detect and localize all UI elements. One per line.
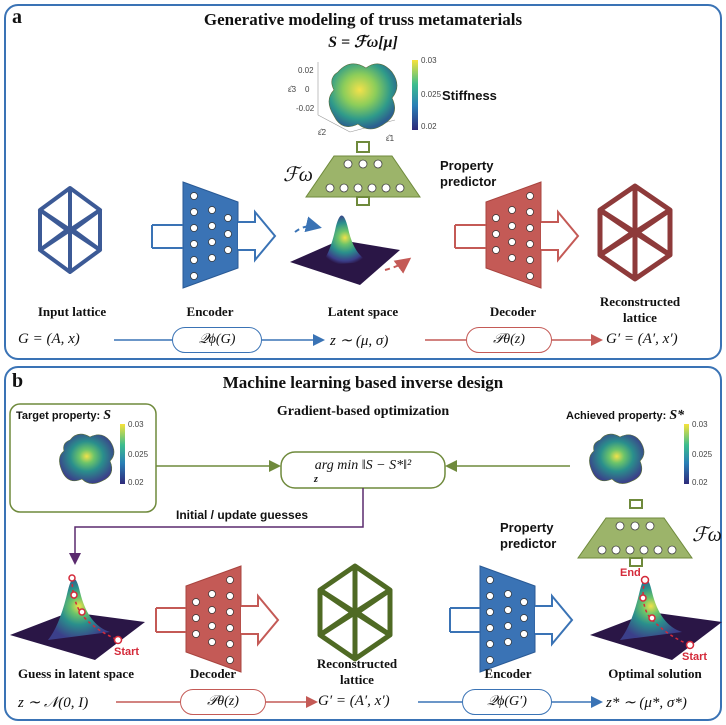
label-latent-space: Latent space [327,304,399,319]
pill-p-b: 𝒫θ(z) [180,689,266,715]
encoder-network [151,181,277,289]
end-label: End [620,567,641,579]
start-label-guess: Start [114,646,140,658]
guess-latent-surface [10,574,145,660]
stiffness-label: Stiffness [442,88,497,103]
reconstructed-lattice-b [317,563,393,662]
achieved-property-label: Achieved property: S* [566,408,685,423]
stiffness-surface-plot [317,60,418,133]
axis-a-x2: ε̂2 [318,128,327,137]
label-guess-latent: Guess in latent space [18,666,134,681]
decoder-network [454,181,580,289]
panel-a [4,4,722,360]
cbar-a-top: 0.03 [421,56,437,65]
property-predictor-network [305,141,421,206]
property-predictor-label-b: Property predictor [500,520,557,551]
formula-z-a: z ∼ (μ, σ) [330,333,389,349]
cbar-achieved-mid: 0.025 [692,450,713,459]
cbar-target-mid: 0.025 [128,450,149,459]
latent-space-surface [290,215,412,285]
argmin-formula: arg min ‖S − S*‖² [314,458,412,473]
cbar-achieved-bot: 0.02 [692,478,708,487]
encoder-network-b [449,565,574,673]
reconstructed-lattice [597,183,673,282]
label-input-lattice: Input lattice [37,304,107,319]
optimal-latent-surface [590,575,722,660]
pill-q-b: 𝒬ϕ(G′) [462,689,552,715]
achieved-symbol: S* [669,408,685,423]
panel-b-letter: b [12,370,24,392]
property-predictor-label-a: Property predictor [440,158,497,189]
panel-a-graphics [38,60,673,346]
initial-update-guesses: Initial / update guesses [176,508,309,522]
formula-z-b: z ∼ 𝒩(0, I) [18,695,89,711]
formula-g2-b: G′ = (A′, x′) [318,693,390,709]
start-label-optimal: Start [682,651,708,663]
cbar-achieved-top: 0.03 [692,420,708,429]
axis-a-tick3: -0.02 [296,104,315,113]
panel-a-title: Generative modeling of truss metamateria… [203,10,523,29]
panel-b-title: Machine learning based inverse design [222,373,504,392]
label-decoder-a: Decoder [489,304,537,319]
label-decoder-b: Decoder [189,666,237,681]
axis-a-tick2: 0 [305,85,310,94]
cbar-a-mid: 0.025 [421,90,442,99]
panel-a-letter: a [12,6,22,28]
axis-a-tick1: 0.02 [298,66,314,75]
axis-a-z: ε̂3 [288,85,297,94]
target-property-label: Target property: S [16,408,111,423]
f-omega-a: ℱω [283,164,313,186]
label-encoder-b: Encoder [484,666,532,681]
cbar-target-top: 0.03 [128,420,144,429]
panel-b [4,366,722,721]
target-property-box [9,403,157,513]
argmin-subscript: z [314,474,318,485]
decoder-network-b [155,565,280,673]
label-reconstructed-b: Reconstructed lattice [316,656,398,687]
label-encoder-a: Encoder [186,304,234,319]
gradient-label: Gradient-based optimization [276,404,450,419]
f-omega-b: ℱω [692,524,722,546]
pill-q-a: 𝒬ϕ(G) [172,327,262,353]
formula-g-a: G = (A, x) [18,331,80,347]
stiffness-formula: S = ℱω[μ] [328,34,398,51]
cbar-a-bot: 0.02 [421,122,437,131]
input-lattice [38,186,102,274]
cbar-target-bot: 0.02 [128,478,144,487]
property-predictor-network-b [577,499,693,567]
formula-g2-a: G′ = (A′, x′) [606,331,678,347]
label-reconstructed-a: Reconstructed lattice [599,294,681,325]
label-optimal-solution: Optimal solution [608,666,702,681]
target-symbol: S [103,408,111,423]
pill-p-a: 𝒫θ(z) [466,327,552,353]
formula-zstar: z* ∼ (μ*, σ*) [606,695,687,711]
axis-a-x1: ε̂1 [386,134,395,143]
